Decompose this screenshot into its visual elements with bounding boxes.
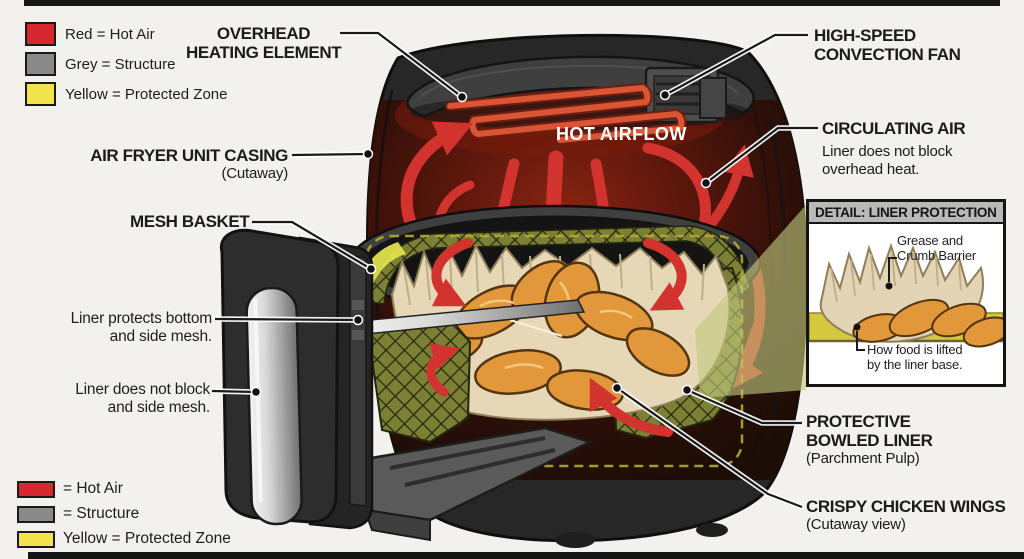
yellow-swatch-icon <box>25 82 56 106</box>
label-overhead-heating-element: OVERHEAD HEATING ELEMENT <box>186 24 342 62</box>
top-frame-bar <box>24 0 1000 6</box>
detail-leader-lines <box>853 257 897 351</box>
label-subline: How food is lifted <box>867 342 963 357</box>
label-subline: Liner does not block <box>75 381 210 398</box>
mesh-wall-left <box>366 314 472 444</box>
legend-label: = Structure <box>63 505 140 522</box>
label-line: PROTECTIVE <box>806 412 911 431</box>
grey-swatch-icon <box>25 52 56 76</box>
legend-label: Yellow = Protected Zone <box>65 85 228 103</box>
basket-airflow-arrows <box>426 238 687 437</box>
red-swatch-icon <box>17 480 55 498</box>
legend-item-protected-zone: Yellow = Protected Zone <box>17 530 231 548</box>
detail-label-grease-barrier: Grease and Crumb Barrier <box>897 233 977 263</box>
detail-header: DETAIL: LINER PROTECTION <box>809 202 1003 224</box>
label-crispy-chicken-wings: CRISPY CHICKEN WINGS (Cutaway view) <box>806 497 1006 534</box>
label-protective-bowled-liner: PROTECTIVE BOWLED LINER (Parchment Pulp) <box>806 412 933 468</box>
legend-item-hot-air: Red = Hot Air <box>25 22 227 46</box>
label-mesh-basket: MESH BASKET <box>130 212 250 231</box>
legend-label: Yellow = Protected Zone <box>63 530 231 547</box>
label-subline: (Cutaway) <box>221 165 288 182</box>
label-high-speed-convection-fan: HIGH-SPEED CONVECTION FAN <box>814 26 961 64</box>
label-subline: Liner protects bottom <box>70 310 213 327</box>
legend-item-hot-air: = Hot Air <box>17 480 231 498</box>
mesh-basket-art <box>348 204 762 468</box>
grey-swatch-icon <box>17 505 55 523</box>
drawer-handle <box>245 286 303 526</box>
label-liner-not-block: Liner does not block and side mesh. <box>40 381 210 417</box>
label-liner-protects: Liner protects bottom and side mesh. <box>40 310 213 346</box>
legend-label: Grey = Structure <box>65 55 176 73</box>
label-line: CONVECTION FAN <box>814 45 961 64</box>
detail-art <box>808 242 1012 351</box>
label-subline: Liner does not block <box>822 143 953 160</box>
label-line: BOWLED LINER <box>806 431 933 450</box>
legend-item-structure: Grey = Structure <box>25 52 227 76</box>
detail-inset-box: DETAIL: LINER PROTECTION <box>806 199 1012 387</box>
legend-top: Red = Hot Air Grey = Structure Yellow = … <box>25 22 227 112</box>
label-hot-airflow: HOT AIRFLOW <box>556 124 687 144</box>
label-line: HEATING ELEMENT <box>186 43 342 62</box>
red-swatch-icon <box>25 22 56 46</box>
label-subline: by the liner base. <box>867 356 963 372</box>
detail-callout-beam <box>695 205 806 398</box>
label-line: OVERHEAD <box>216 24 311 43</box>
detail-label-food-lifted: How food is lifted by the liner base. <box>867 342 963 372</box>
leader-lines <box>211 30 818 510</box>
label-line: MESH BASKET <box>130 212 250 231</box>
label-subline: Crumb Barrier <box>897 247 977 263</box>
label-circulating-air: CIRCULATING AIR Liner does not block ove… <box>822 119 966 178</box>
label-line: HIGH-SPEED <box>814 26 916 45</box>
legend-item-protected-zone: Yellow = Protected Zone <box>25 82 227 106</box>
legend-item-structure: = Structure <box>17 505 231 523</box>
legend-bottom: = Hot Air = Structure Yellow = Protected… <box>17 480 231 555</box>
label-subline: overhead heat. <box>822 160 920 178</box>
drawer-front <box>219 228 374 530</box>
bottom-frame-bar <box>28 552 1024 559</box>
label-line: CRISPY CHICKEN WINGS <box>806 497 1006 516</box>
label-subline: and side mesh. <box>107 399 211 416</box>
drawer-tray <box>358 426 728 548</box>
label-line: CIRCULATING AIR <box>822 119 966 138</box>
detail-illustration: Grease and Crumb Barrier How food is lif… <box>808 224 1012 382</box>
yellow-swatch-icon <box>17 530 55 548</box>
legend-label: = Hot Air <box>63 480 123 497</box>
label-subline: (Cutaway view) <box>806 516 906 533</box>
legend-label: Red = Hot Air <box>65 25 155 43</box>
label-subline: (Parchment Pulp) <box>806 450 920 467</box>
label-air-fryer-unit-casing: AIR FRYER UNIT CASING (Cutaway) <box>60 146 288 183</box>
label-subline: and side mesh. <box>109 328 213 345</box>
label-subline: Grease and <box>897 233 963 248</box>
detail-wings <box>852 298 1012 348</box>
label-line: AIR FRYER UNIT CASING <box>90 146 288 165</box>
